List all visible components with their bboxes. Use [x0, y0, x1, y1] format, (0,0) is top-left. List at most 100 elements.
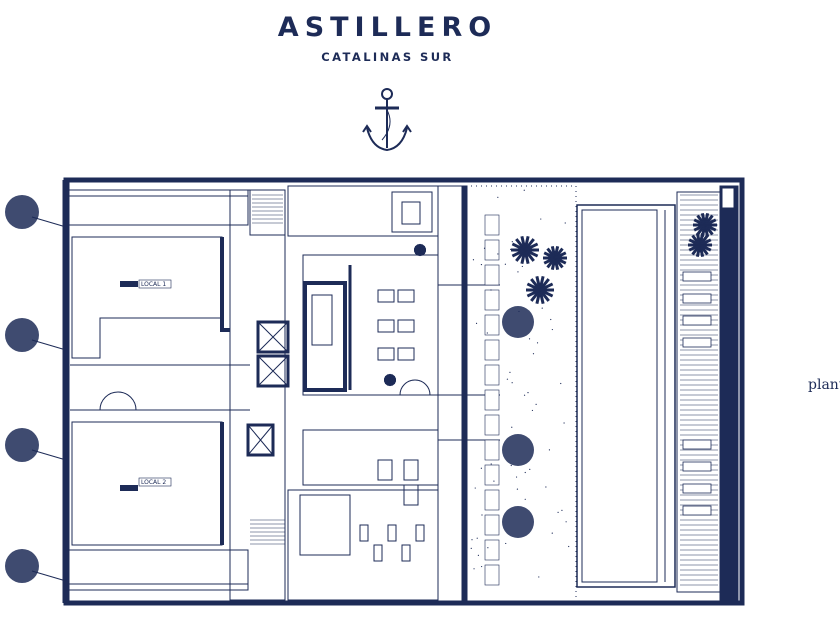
gravel-dot [552, 329, 553, 330]
garden-lounger [485, 465, 499, 485]
lounge-room [305, 283, 345, 390]
garden-lounger [485, 540, 499, 560]
garden-lounger [485, 265, 499, 285]
gym-machine-icon [374, 545, 382, 561]
gravel-dot [481, 566, 482, 567]
local-1-label: LOCAL 1 [141, 281, 166, 288]
gravel-dot [549, 449, 550, 450]
gravel-dot [525, 472, 526, 473]
gravel-dot [540, 218, 541, 219]
garden-tree-icon [502, 306, 534, 338]
sun-lounger [683, 294, 711, 303]
gym-machine-icon [388, 525, 396, 541]
gravel-dot [471, 539, 472, 540]
anchor-icon [363, 89, 411, 150]
gym-machine-icon [402, 545, 410, 561]
gravel-dot [507, 379, 508, 380]
garden-lounger [485, 415, 499, 435]
sun-lounger [683, 484, 711, 493]
gravel-dot [477, 538, 478, 539]
gravel-dot [511, 465, 512, 466]
gym-machine-icon [416, 525, 424, 541]
gravel-dot [568, 546, 569, 547]
gym-equipment-icon [404, 485, 418, 505]
street-tree-icon [5, 195, 39, 229]
gravel-dot [532, 410, 533, 411]
tree-icon [526, 276, 554, 303]
garden-lounger [485, 365, 499, 385]
gravel-dot [560, 383, 561, 384]
tree-icon [543, 246, 567, 269]
gravel-dot [510, 249, 511, 250]
gravel-dot [536, 404, 537, 405]
street-tree-line [32, 571, 66, 581]
garden-lounger [485, 565, 499, 585]
gravel-dot [476, 323, 477, 324]
gravel-dot [497, 253, 498, 254]
garden-lounger [485, 215, 499, 235]
gravel-dot [542, 308, 543, 309]
table-icon [378, 290, 394, 302]
gravel-dot [505, 543, 506, 544]
gravel-dot [524, 190, 525, 191]
gravel-dot [505, 264, 506, 265]
gravel-dot [524, 395, 525, 396]
gravel-dot [529, 338, 530, 339]
gym-equipment-icon [404, 460, 418, 480]
gravel-dot [511, 427, 512, 428]
gravel-dot [487, 547, 488, 548]
tree-icon [414, 244, 426, 256]
tree-icon [384, 374, 396, 386]
street-tree-line [32, 217, 66, 227]
garden-lounger [485, 340, 499, 360]
gravel-dot [471, 548, 472, 549]
sun-lounger [683, 440, 711, 449]
garden-lounger [485, 240, 499, 260]
gravel-dot [538, 576, 539, 577]
gravel-dot [557, 512, 558, 513]
gravel-dot [509, 372, 510, 373]
table-icon [398, 320, 414, 332]
gravel-dot [512, 241, 513, 242]
garden-lounger [485, 515, 499, 535]
gravel-dot [563, 422, 564, 423]
sun-lounger [683, 506, 711, 515]
street-tree-icon [5, 549, 39, 583]
gym-equipment-icon [378, 460, 392, 480]
street-tree-icon [5, 428, 39, 462]
gravel-dot [527, 392, 528, 393]
gravel-dot [529, 469, 530, 470]
gravel-dot [497, 197, 498, 198]
street-tree-line [32, 450, 66, 460]
table-icon [398, 348, 414, 360]
local-1-room [72, 237, 222, 358]
gravel-dot [481, 514, 482, 515]
gravel-dot [481, 264, 482, 265]
gravel-dot [566, 521, 567, 522]
sun-lounger [683, 338, 711, 347]
sun-lounger [683, 272, 711, 281]
gravel-dot [561, 510, 562, 511]
gravel-dot [491, 463, 492, 464]
outer-wall [66, 180, 742, 603]
garden-lounger [485, 490, 499, 510]
street-tree-line [32, 340, 66, 350]
gravel-dot [473, 568, 474, 569]
gravel-dot [522, 266, 523, 267]
gravel-dot [473, 259, 474, 260]
gravel-dot [490, 289, 491, 290]
gravel-dot [517, 271, 518, 272]
garden-lounger [485, 390, 499, 410]
table-icon [398, 290, 414, 302]
gravel-dot [487, 332, 488, 333]
gravel-dot [537, 342, 538, 343]
gravel-dot [484, 248, 485, 249]
gym-machine-icon [360, 525, 368, 541]
garden-tree-icon [502, 506, 534, 538]
table-icon [378, 348, 394, 360]
gravel-dot [533, 353, 534, 354]
gravel-dot [545, 486, 546, 487]
gravel-dot [475, 487, 476, 488]
gravel-dot [565, 222, 566, 223]
